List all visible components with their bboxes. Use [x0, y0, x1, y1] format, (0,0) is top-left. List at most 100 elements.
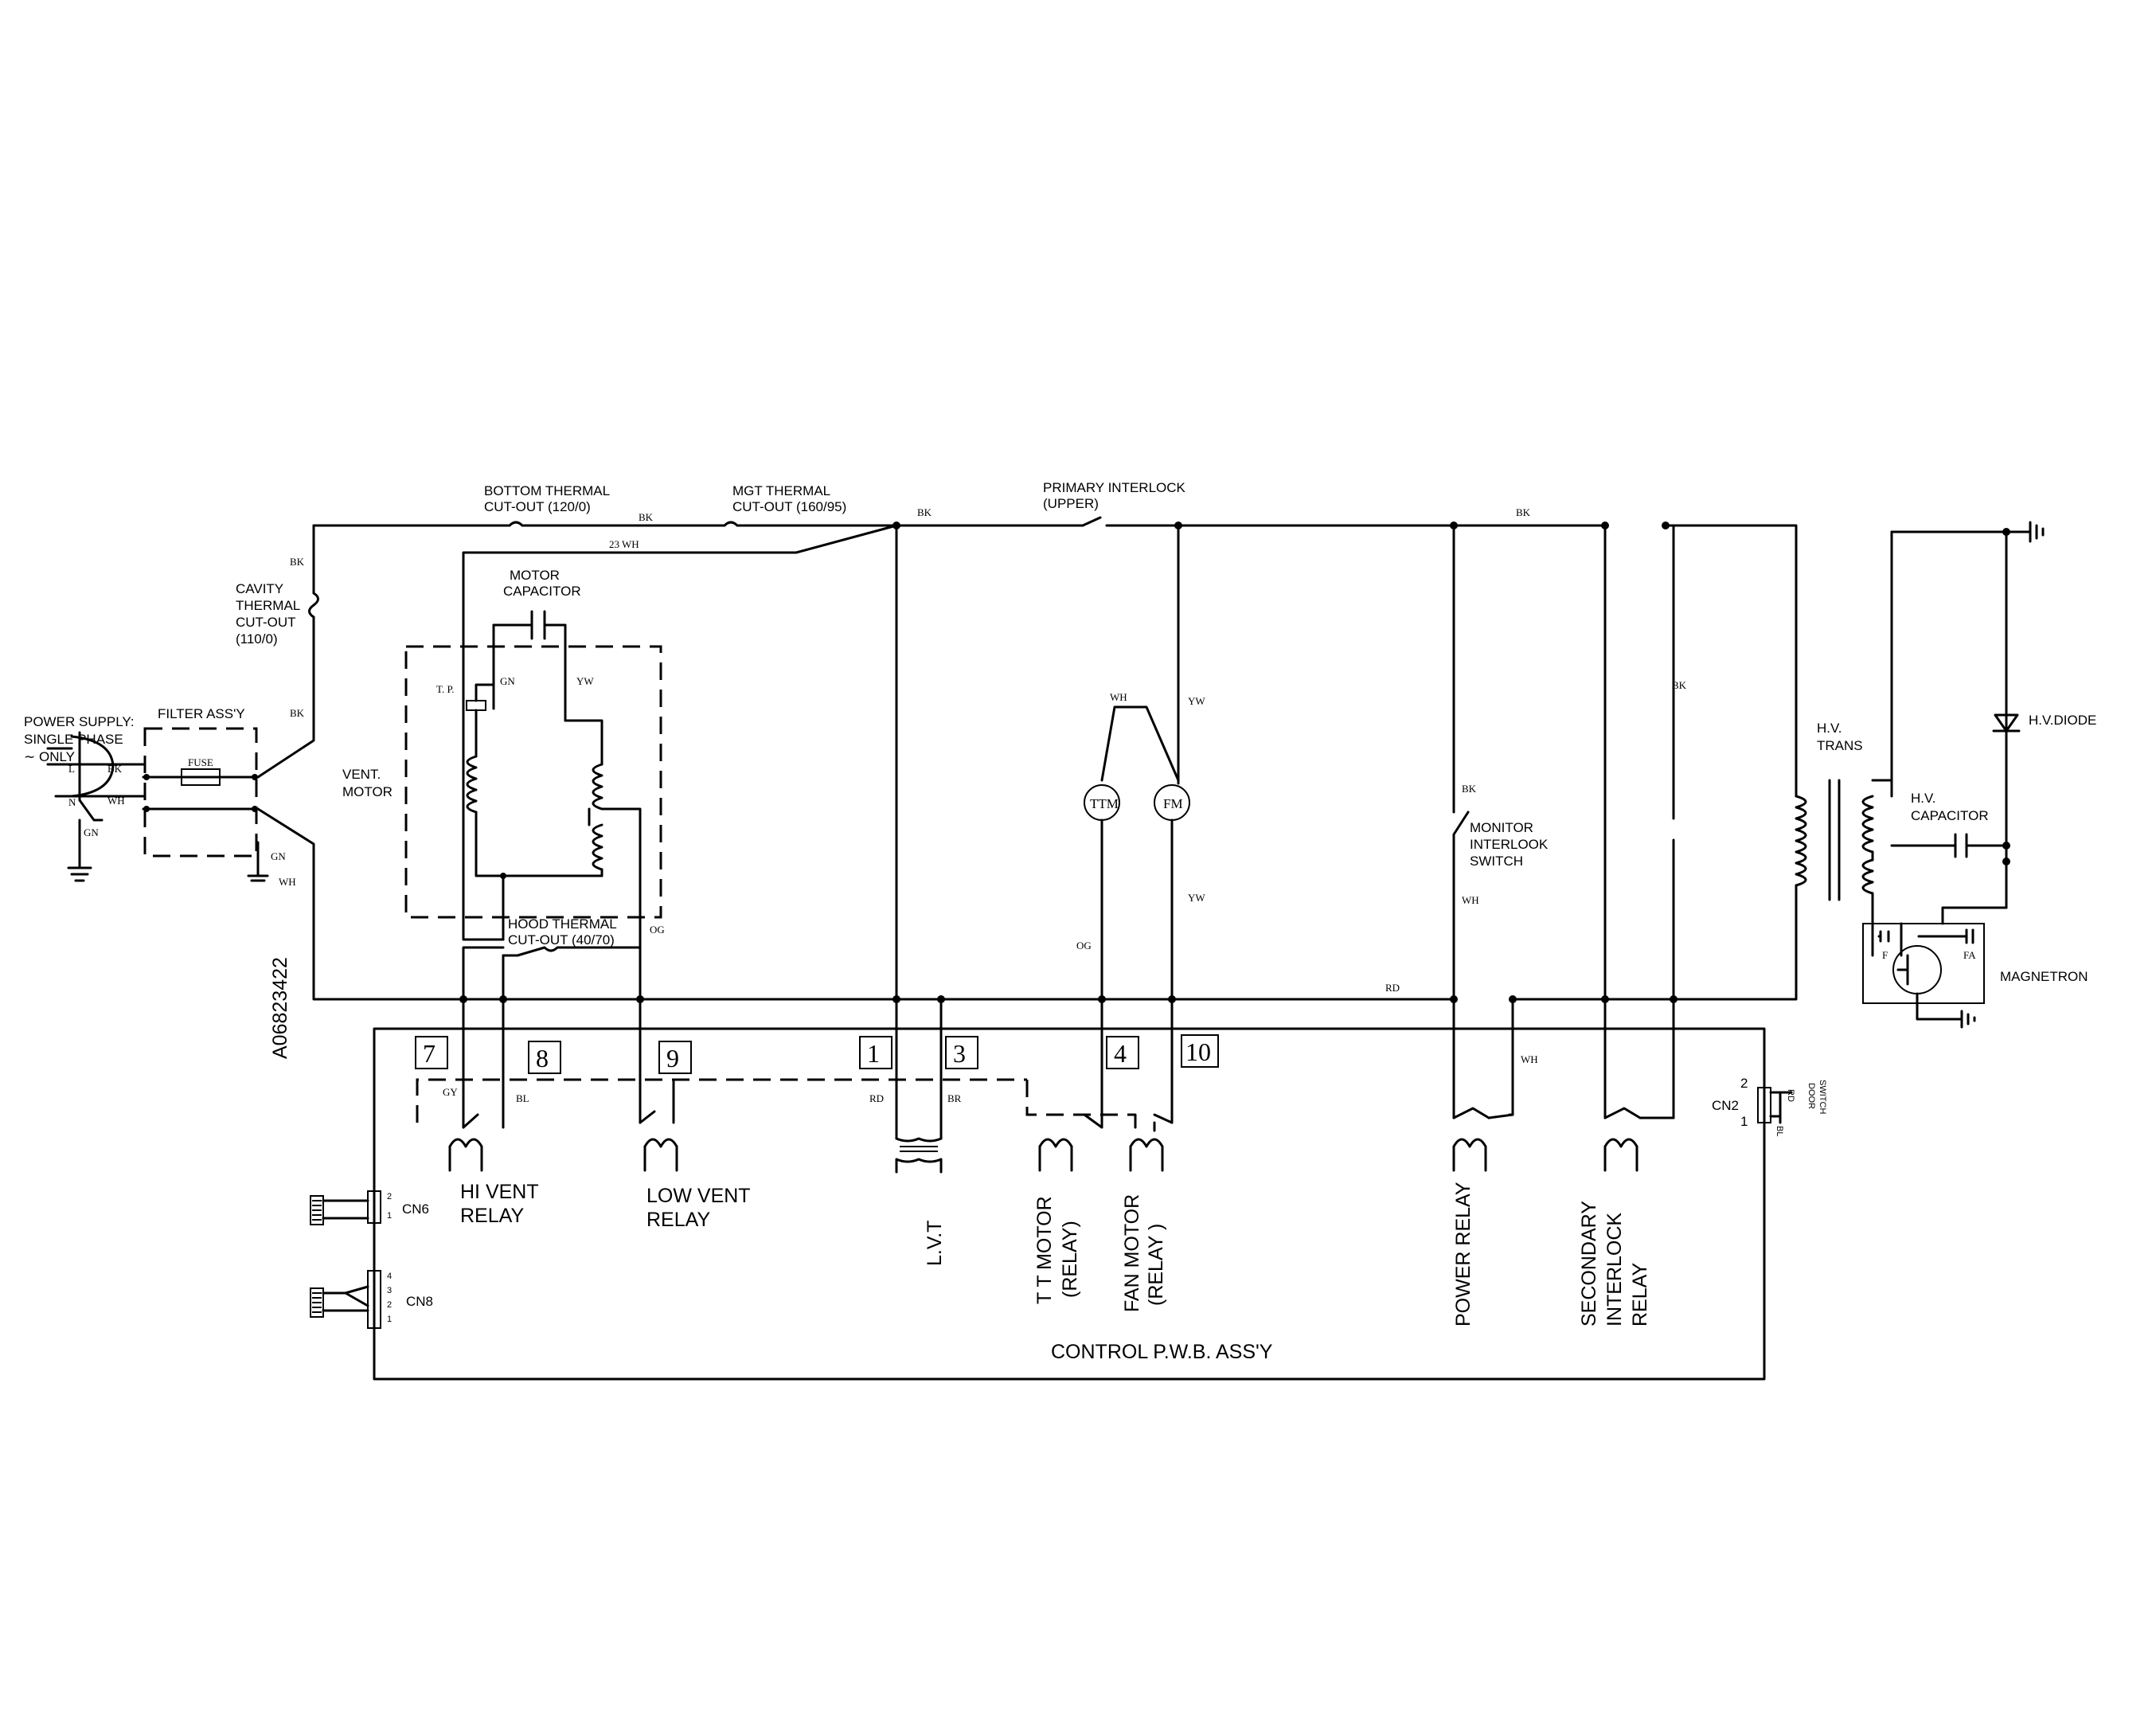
fan-motor-label: FM [1163, 796, 1183, 811]
bottom-tco-label: BOTTOM THERMAL [484, 483, 610, 498]
power-relay-label: POWER RELAY [1452, 1182, 1474, 1326]
turntable-motor-label: TTM [1090, 796, 1119, 811]
pin-1: 1 [867, 1039, 880, 1068]
cn2-connector: CN2 2 1 RD BL DOOR SWITCH [1712, 1076, 1827, 1136]
wire-label-wh-4: WH [1521, 1053, 1538, 1065]
power-supply: POWER SUPPLY: SINGLE PHASE ∼ ONLY GN [24, 714, 145, 882]
cn2-wire-rd: RD [1786, 1089, 1795, 1102]
primary-interlock-label: PRIMARY INTERLOCK [1043, 480, 1186, 495]
cn8-pin-3: 3 [387, 1286, 392, 1295]
neutral-terminal: N [68, 796, 76, 808]
wire-label-bk: BK [107, 763, 123, 775]
pin-3: 3 [953, 1039, 966, 1068]
pwb-wire-gy: GY [443, 1086, 458, 1098]
bottom-tco-rating: CUT-OUT (120/0) [484, 499, 591, 514]
thermal-protector-label: T. P. [436, 683, 455, 695]
cavity-tco-label: CAVITY [236, 581, 283, 596]
wire-label-bk-2: BK [290, 707, 305, 719]
wire-label-bk-4: BK [917, 506, 932, 518]
single-phase-label: SINGLE PHASE [24, 732, 123, 747]
only-label: ∼ ONLY [24, 749, 75, 764]
hv-transformer-label-2: TRANS [1817, 738, 1863, 753]
cn2-wire-bl: BL [1775, 1126, 1784, 1136]
lvt-transformer [895, 1124, 943, 1174]
wire-label-23wh: 23 WH [609, 538, 639, 550]
cavity-tco-label-3: CUT-OUT [236, 615, 296, 630]
magnetron-f-terminal: F [1882, 949, 1888, 961]
vent-motor-label-2: MOTOR [342, 784, 393, 799]
low-vent-relay-coil [643, 1138, 678, 1172]
cn2-label: CN2 [1712, 1098, 1739, 1113]
low-vent-relay-label: LOW VENT [646, 1185, 751, 1207]
wire-label-rd: RD [1385, 982, 1400, 994]
vent-wire-yw: YW [576, 675, 594, 687]
vent-motor-label: VENT. [342, 767, 381, 782]
vent-wire-gn: GN [500, 675, 515, 687]
monitor-switch-label-3: SWITCH [1470, 854, 1523, 869]
wire-label-yw-1: YW [1188, 695, 1205, 707]
wire-label-bk-7: BK [1462, 783, 1477, 795]
cn8-pin-4: 4 [387, 1272, 392, 1281]
motor-capacitor-label-2: CAPACITOR [503, 584, 581, 599]
hv-transformer-label: H.V. [1817, 721, 1842, 736]
filter-assy: FILTER ASS'Y FUSE BK WH L N GN [68, 706, 286, 882]
secondary-interlock-relay-coil [1603, 1138, 1638, 1172]
cn6-label: CN6 [402, 1201, 429, 1217]
wire-label-wh: WH [107, 795, 125, 807]
cn2-pin-1: 1 [1740, 1114, 1748, 1129]
tt-motor-relay-label-2: (RELAY) [1059, 1221, 1081, 1298]
tt-motor-relay-coil [1038, 1138, 1073, 1172]
primary-interlock-sub: (UPPER) [1043, 496, 1099, 511]
mgt-tco-rating: CUT-OUT (160/95) [732, 499, 846, 514]
magnetron-label: MAGNETRON [2000, 969, 2088, 984]
power-relay-coil [1452, 1138, 1487, 1172]
door-switch-label-2: SWITCH [1818, 1080, 1827, 1114]
main-wires [256, 516, 1678, 1116]
cn6-pin-1: 1 [387, 1211, 392, 1221]
hood-tco-rating: CUT-OUT (40/70) [508, 932, 615, 947]
wire-label-wh-2: WH [1110, 691, 1127, 703]
cn8-label: CN8 [406, 1294, 433, 1309]
wire-label-gn-filter: GN [271, 850, 286, 862]
hv-diode-label: H.V.DIODE [2029, 713, 2096, 728]
monitor-switch-label-2: INTERLOOK [1470, 837, 1549, 852]
lvt-label: L.V.T [924, 1221, 946, 1266]
hi-vent-relay-coil [448, 1138, 483, 1172]
pwb-wire-br: BR [947, 1092, 962, 1104]
wire-label-yw-2: YW [1188, 892, 1205, 904]
secondary-interlock-label: SECONDARY [1578, 1201, 1600, 1326]
magnetron-fa-terminal: FA [1963, 949, 1976, 961]
hv-capacitor-label-2: CAPACITOR [1911, 808, 1989, 823]
tt-motor-relay-label: T T MOTOR [1033, 1196, 1056, 1304]
wire-labels: BK BK BK BK BK BK BK WH WH WH WH 23 WH Y… [279, 506, 1687, 1065]
pin-7: 7 [423, 1039, 435, 1068]
pin-9: 9 [666, 1044, 679, 1072]
low-vent-relay-label-2: RELAY [646, 1209, 710, 1231]
motor-capacitor-label: MOTOR [510, 568, 560, 583]
power-supply-label: POWER SUPPLY: [24, 714, 135, 729]
secondary-interlock-label-2: INTERLOCK [1603, 1213, 1626, 1326]
wire-label-wh-3: WH [1462, 894, 1479, 906]
hi-vent-relay-label: HI VENT [460, 1181, 539, 1203]
secondary-interlock-label-3: RELAY [1629, 1263, 1651, 1326]
pin-4: 4 [1114, 1039, 1127, 1068]
mgt-tco-label: MGT THERMAL [732, 483, 830, 498]
wire-label-bk-6: BK [1672, 679, 1687, 691]
cn6-connector: 2 1 CN6 [310, 1190, 429, 1225]
control-pwb: CONTROL P.W.B. ASS'Y 7 8 9 1 3 4 10 [310, 995, 1827, 1381]
part-number: A06823422 [269, 957, 291, 1059]
pwb-wire-bl: BL [516, 1092, 529, 1104]
cn2-pin-2: 2 [1740, 1076, 1748, 1091]
cn8-pin-1: 1 [387, 1315, 392, 1324]
fan-motor-relay-coil [1129, 1138, 1164, 1172]
pin-8: 8 [536, 1044, 549, 1072]
hood-tco-label: HOOD THERMAL [508, 916, 617, 932]
cn8-pin-2: 2 [387, 1300, 392, 1310]
vent-wire-og: OG [650, 924, 665, 936]
fan-motor-relay-label-2: (RELAY ) [1145, 1224, 1167, 1306]
wire-label-wh-1: WH [279, 876, 296, 888]
wire-label-bk-1: BK [290, 556, 305, 568]
pin-10: 10 [1185, 1037, 1211, 1066]
cavity-tco-label-2: THERMAL [236, 598, 300, 613]
